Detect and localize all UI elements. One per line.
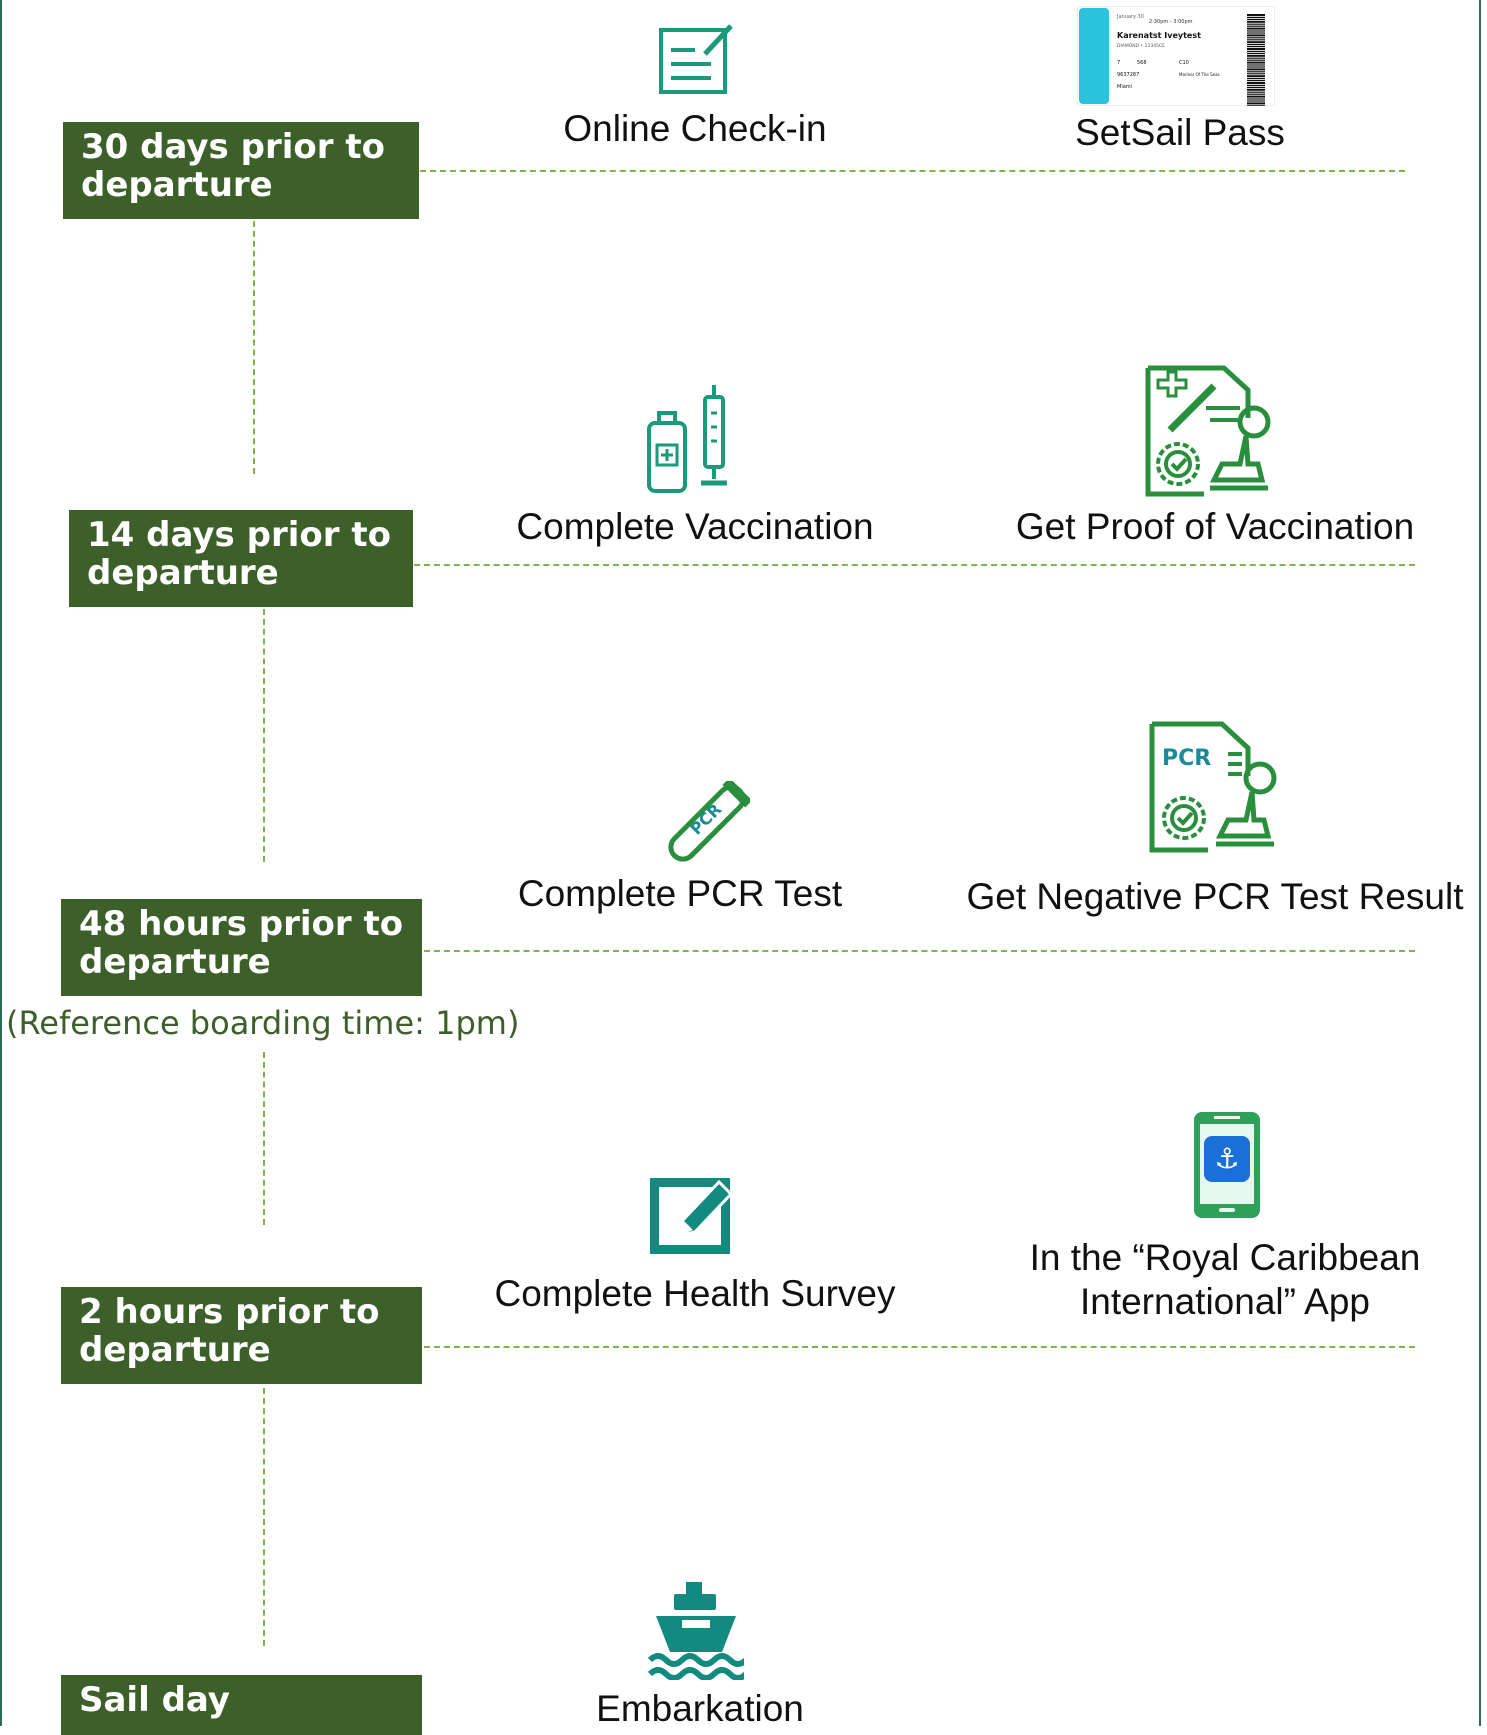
- svg-text:PCR: PCR: [1162, 746, 1211, 771]
- barcode-bar: [1247, 66, 1265, 68]
- barcode-bar: [1247, 95, 1265, 98]
- barcode-bar: [1247, 16, 1265, 18]
- timeline-connector: [263, 609, 265, 862]
- barcode-bar: [1247, 14, 1265, 16]
- step-proof-of-vaccination: Get Proof of Vaccination: [1015, 506, 1415, 547]
- barcode-bar: [1247, 59, 1265, 61]
- svg-text:PCR: PCR: [687, 800, 726, 839]
- step-app-line2: International” App: [1079, 1281, 1371, 1322]
- svg-text:⚓: ⚓: [1214, 1142, 1239, 1175]
- barcode-bar: [1247, 102, 1265, 105]
- barcode-bar: [1247, 80, 1265, 82]
- stage-divider: [414, 564, 1415, 566]
- timeline-connector: [263, 1052, 265, 1225]
- barcode-bar: [1247, 73, 1265, 75]
- barcode-bar: [1247, 88, 1265, 91]
- barcode-bar: [1247, 27, 1265, 30]
- stage-divider: [424, 950, 1415, 952]
- step-negative-pcr-result: Get Negative PCR Test Result: [966, 876, 1464, 917]
- barcode-bar: [1247, 71, 1265, 73]
- barcode-bar: [1247, 39, 1265, 41]
- barcode-bar: [1247, 44, 1265, 46]
- barcode-bar: [1247, 50, 1265, 52]
- svg-text:2:30pm - 3:00pm: 2:30pm - 3:00pm: [1149, 19, 1193, 25]
- barcode-bar: [1247, 54, 1265, 57]
- setsail-pass-card: January 30 2:30pm - 3:00pm Karenatst Ive…: [1077, 6, 1275, 106]
- vaccination-certificate-icon: [1145, 365, 1271, 497]
- barcode-bar: [1247, 25, 1265, 27]
- svg-text:Miami: Miami: [1117, 84, 1132, 90]
- barcode-bar: [1247, 68, 1265, 71]
- barcode-bar: [1247, 82, 1265, 84]
- stage-14-days: 14 days prior to departure: [69, 510, 413, 607]
- barcode-bar: [1247, 18, 1265, 20]
- barcode-bar: [1247, 105, 1265, 106]
- barcode-bar: [1247, 64, 1265, 66]
- step-online-checkin: Online Check-in: [563, 108, 827, 149]
- ship-embarkation-icon: [648, 1582, 744, 1680]
- stage-2-hours: 2 hours prior to departure: [61, 1287, 422, 1384]
- step-embarkation: Embarkation: [596, 1688, 804, 1729]
- barcode-bar: [1247, 78, 1265, 80]
- stage-divider: [420, 170, 1405, 172]
- svg-text:Mariner Of The Seas: Mariner Of The Seas: [1179, 72, 1220, 77]
- svg-text:Karenatst Iveytest: Karenatst Iveytest: [1117, 31, 1201, 40]
- stage-30-days: 30 days prior to departure: [63, 122, 419, 219]
- barcode-bar: [1247, 93, 1265, 95]
- stage-48-hours: 48 hours prior to departure: [61, 899, 422, 996]
- svg-text:7: 7: [1117, 60, 1120, 66]
- barcode-bar: [1247, 23, 1265, 25]
- checkin-form-icon: [659, 24, 733, 94]
- barcode-bar: [1247, 75, 1265, 78]
- barcode-bar: [1247, 98, 1265, 100]
- reference-boarding-note: (Reference boarding time: 1pm): [6, 1004, 520, 1042]
- step-setsail-pass: SetSail Pass: [1075, 112, 1285, 153]
- step-app-line1: In the “Royal Caribbean: [1029, 1237, 1421, 1278]
- timeline-connector: [253, 221, 255, 474]
- barcode-bar: [1247, 52, 1265, 54]
- barcode-bar: [1247, 86, 1265, 88]
- barcode-bar: [1247, 46, 1265, 48]
- step-complete-health-survey: Complete Health Survey: [494, 1273, 896, 1314]
- step-complete-pcr-test: Complete PCR Test: [517, 873, 843, 914]
- barcode-bar: [1247, 100, 1265, 102]
- timeline-connector: [263, 1388, 265, 1646]
- barcode-bar: [1247, 41, 1265, 44]
- stage-divider: [424, 1346, 1415, 1348]
- step-complete-vaccination: Complete Vaccination: [516, 506, 874, 547]
- svg-text:568: 568: [1137, 60, 1147, 66]
- svg-text:9637287: 9637287: [1117, 72, 1139, 78]
- barcode-bar: [1247, 37, 1265, 39]
- barcode-bar: [1247, 91, 1265, 93]
- svg-text:C10: C10: [1179, 60, 1189, 66]
- pcr-certificate-icon: PCR: [1149, 721, 1277, 853]
- barcode-bar: [1247, 34, 1265, 37]
- barcode-bar: [1247, 48, 1265, 50]
- svg-text:January 30: January 30: [1116, 14, 1144, 20]
- pcr-test-tube-icon: PCR: [668, 781, 750, 862]
- svg-text:DIAMOND • 12345CE: DIAMOND • 12345CE: [1117, 43, 1165, 49]
- barcode-bar: [1247, 57, 1265, 59]
- stage-sail-day: Sail day: [61, 1675, 422, 1735]
- barcode-bar: [1247, 84, 1265, 86]
- barcode-bar: [1247, 30, 1265, 32]
- royal-caribbean-app-phone-icon: ⚓: [1194, 1112, 1260, 1218]
- barcode-bar: [1247, 32, 1265, 34]
- vaccine-vial-syringe-icon: [647, 385, 727, 493]
- edit-survey-icon: [650, 1178, 734, 1254]
- barcode-bar: [1247, 20, 1265, 23]
- barcode-bar: [1247, 61, 1265, 64]
